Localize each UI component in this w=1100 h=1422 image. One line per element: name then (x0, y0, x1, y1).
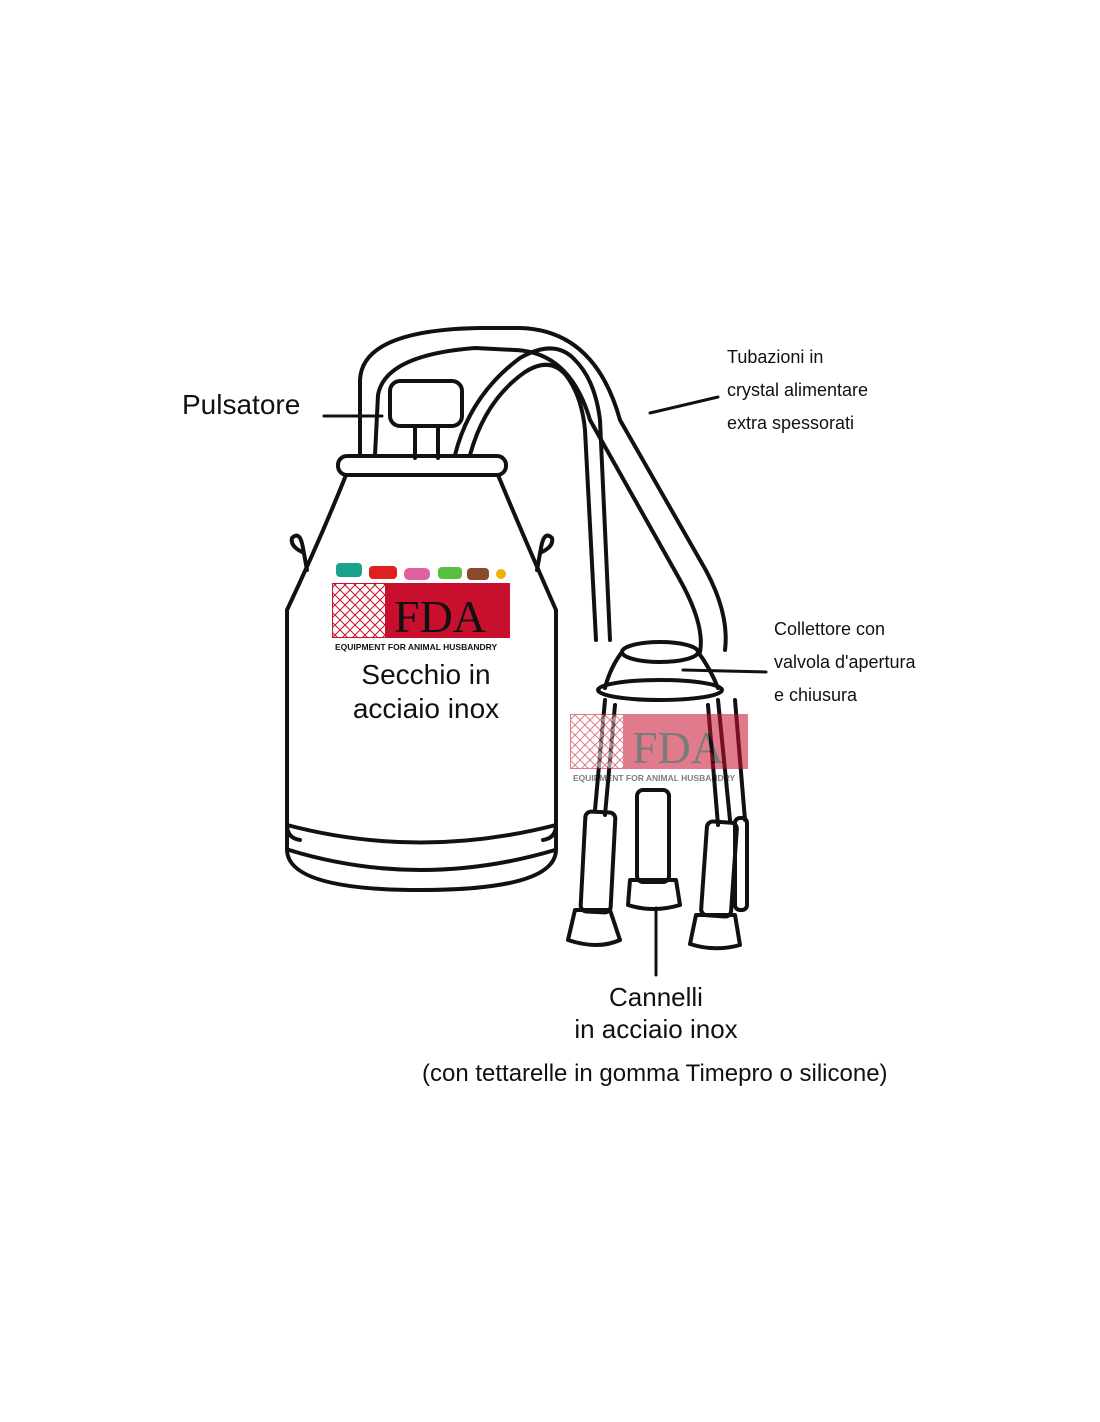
label-tubes-line-3: extra spessorati (727, 413, 855, 433)
label-tubes-line-2: crystal alimentare (727, 380, 869, 400)
label-cannelli-line-2: in acciaio inox (574, 1014, 738, 1044)
fda-watermark-brand: FDA (632, 722, 724, 773)
label-collector-line-3: e chiusura (774, 685, 858, 705)
fda-logo: FDA EQUIPMENT FOR ANIMAL HUSBANDRY (332, 563, 510, 652)
leader-lines (322, 395, 768, 977)
bucket (285, 454, 558, 892)
label-collector-line-1: Collettore con (774, 619, 886, 639)
label-collector: Collettore con valvola d'apertura e chiu… (774, 613, 916, 712)
label-bucket-line-2: acciaio inox (352, 693, 500, 724)
pulsator (388, 379, 464, 460)
fda-tagline-text: EQUIPMENT FOR ANIMAL HUSBANDRY (335, 642, 497, 652)
label-tubes: Tubazioni in crystal alimentare extra sp… (727, 341, 868, 440)
label-collector-line-2: valvola d'apertura (774, 652, 916, 672)
label-cannelli: Cannelli in acciaio inox (536, 981, 776, 1045)
label-pulsator: Pulsatore (182, 389, 301, 420)
label-bucket-line-1: Secchio in (361, 659, 491, 690)
fda-brand-text: FDA (394, 591, 486, 642)
label-tubes-line-1: Tubazioni in (727, 347, 824, 367)
fda-watermark-tagline: EQUIPMENT FOR ANIMAL HUSBANDRY (573, 773, 735, 783)
label-cannelli-line-1: Cannelli (609, 982, 703, 1012)
label-cannelli-note: (con tettarelle in gomma Timepro o silic… (422, 1060, 888, 1087)
label-bucket: Secchio in acciaio inox (326, 658, 526, 726)
collector (596, 640, 724, 702)
animal-icons (336, 563, 506, 580)
tube-loop (358, 326, 728, 654)
fda-logo-watermark: FDA EQUIPMENT FOR ANIMAL HUSBANDRY (570, 714, 748, 783)
